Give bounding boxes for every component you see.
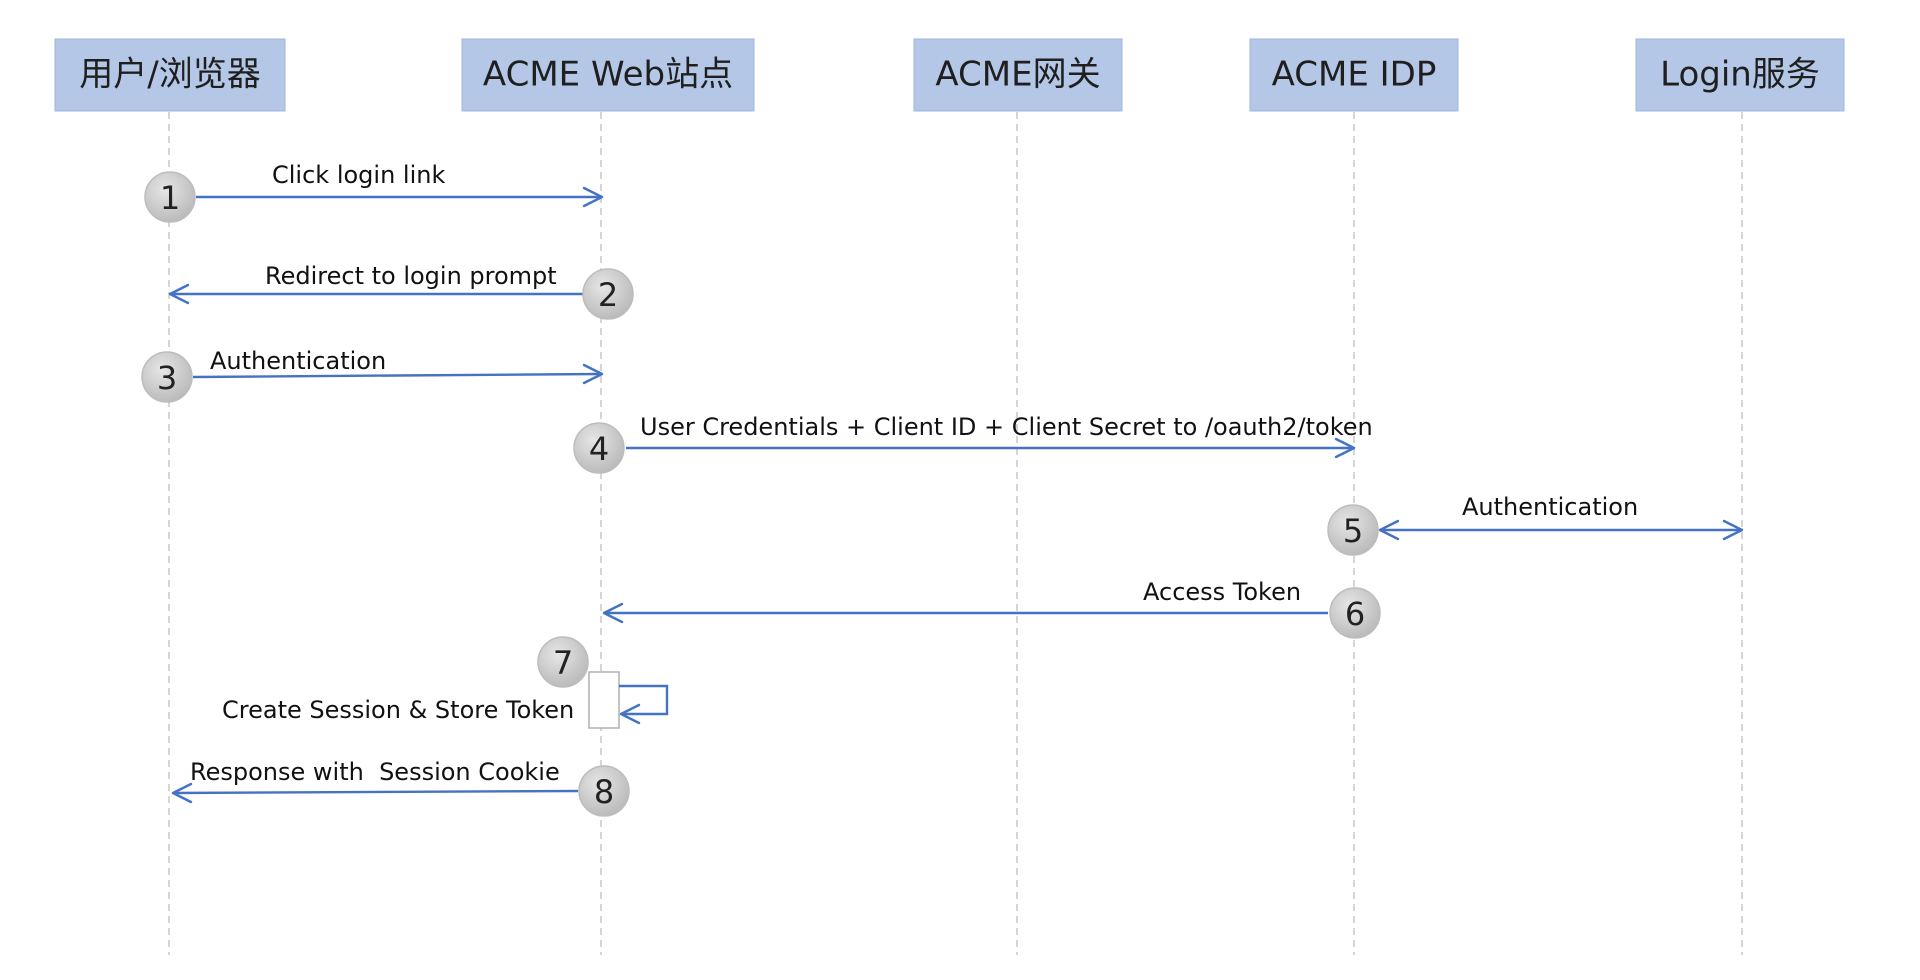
participant-web-label: ACME Web站点 <box>483 55 733 95</box>
step-2-circle <box>582 268 634 320</box>
step-3-circle <box>141 351 193 403</box>
step-8-number: 8 <box>594 773 614 811</box>
participant-idp-box <box>1249 38 1459 112</box>
step-1-number: 1 <box>160 179 180 217</box>
participant-user-box <box>54 38 286 112</box>
message-7-label: Create Session & Store Token <box>222 696 574 724</box>
step-3-number: 3 <box>157 359 177 397</box>
participant-login-box <box>1635 38 1845 112</box>
message-8-line <box>172 789 579 795</box>
participant-idp-label: ACME IDP <box>1272 55 1437 95</box>
step-6-circle <box>1329 587 1381 639</box>
step-5-circle <box>1327 504 1379 556</box>
participant-gateway-box <box>913 38 1123 112</box>
message-7-line <box>619 684 669 716</box>
step-7-circle <box>537 636 589 688</box>
message-8-label: Response with Session Cookie <box>190 758 560 786</box>
participant-web: ACME Web站点 <box>461 38 755 112</box>
message-4: User Credentials + Client ID + Client Se… <box>573 413 1373 474</box>
message-4-arrowhead <box>1334 437 1356 459</box>
step-6-number: 6 <box>1345 595 1365 633</box>
message-6: Access Token 6 <box>602 578 1381 639</box>
message-8-arrowhead <box>171 782 193 804</box>
message-6-label: Access Token <box>1143 578 1301 606</box>
message-6-arrowhead <box>602 602 624 624</box>
message-2-label: Redirect to login prompt <box>265 262 557 290</box>
message-7-arrowhead <box>619 703 641 725</box>
message-3: Authentication 3 <box>141 347 604 403</box>
message-3-label: Authentication <box>210 347 386 375</box>
message-8: Response with Session Cookie 8 <box>171 758 630 817</box>
participant-gateway-label: ACME网关 <box>935 55 1100 95</box>
message-1: Click login link 1 <box>144 161 604 223</box>
participant-gateway: ACME网关 <box>913 38 1123 112</box>
participant-user-label: 用户/浏览器 <box>79 55 260 95</box>
step-2-number: 2 <box>598 276 618 314</box>
message-2-arrowhead <box>168 283 190 305</box>
participant-user: 用户/浏览器 <box>54 38 286 112</box>
message-5-arrowhead-left <box>1378 519 1400 541</box>
participant-login-label: Login服务 <box>1660 55 1820 95</box>
participant-login: Login服务 <box>1635 38 1845 112</box>
message-5: Authentication 5 <box>1327 493 1744 556</box>
message-1-arrowhead <box>582 186 604 208</box>
message-1-label: Click login link <box>272 161 445 189</box>
message-3-line <box>192 372 601 379</box>
step-1-circle <box>144 171 196 223</box>
step-8-circle <box>578 765 630 817</box>
step-4-number: 4 <box>589 430 609 468</box>
participant-web-box <box>461 38 755 112</box>
step-4-circle <box>573 422 625 474</box>
message-7: Create Session & Store Token 7 <box>222 636 669 729</box>
message-5-arrowhead-right <box>1722 519 1744 541</box>
message-2: Redirect to login prompt 2 <box>168 262 634 320</box>
activation-box <box>588 671 620 729</box>
step-7-number: 7 <box>553 644 573 682</box>
message-5-label: Authentication <box>1462 493 1638 521</box>
participant-idp: ACME IDP <box>1249 38 1459 112</box>
message-4-label: User Credentials + Client ID + Client Se… <box>640 413 1373 441</box>
message-3-arrowhead <box>582 363 604 385</box>
lifelines <box>168 112 1743 955</box>
step-5-number: 5 <box>1343 512 1363 550</box>
